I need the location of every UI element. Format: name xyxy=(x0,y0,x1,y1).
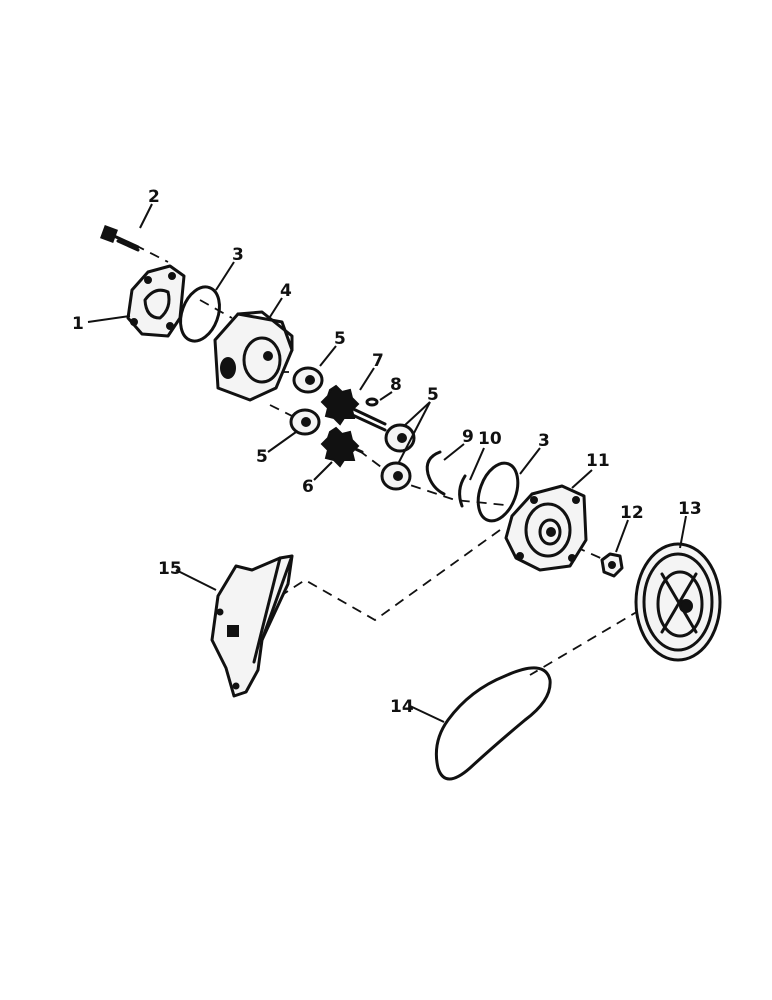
bushing-part-5-lower-left xyxy=(289,408,321,436)
pump-body-part-4 xyxy=(213,310,294,402)
retaining-ring-part-9 xyxy=(425,450,446,496)
o-ring-part-3b xyxy=(476,461,520,523)
callout-5c: 5 xyxy=(427,385,439,405)
callout-12: 12 xyxy=(620,503,644,523)
callout-5b: 5 xyxy=(256,447,268,467)
callout-5a: 5 xyxy=(334,329,346,349)
callout-15: 15 xyxy=(158,559,182,579)
callout-9: 9 xyxy=(462,427,474,447)
nut-part-12 xyxy=(600,552,624,578)
assembly-axis-lines xyxy=(134,244,641,676)
callout-labels: 1 2 3 4 5 5 5 6 7 8 9 10 3 11 12 13 14 1… xyxy=(72,187,702,717)
leader-lines xyxy=(87,203,687,723)
bolt-part-2 xyxy=(100,225,140,252)
end-cover-part-1 xyxy=(126,264,186,338)
driven-gear-part-6 xyxy=(320,426,364,468)
mounting-bracket-part-15 xyxy=(210,554,294,698)
callout-7: 7 xyxy=(372,351,384,371)
key-part-8 xyxy=(365,397,379,407)
o-ring-part-3a xyxy=(179,285,221,343)
callout-4: 4 xyxy=(280,281,292,301)
bushing-part-5-upper-left xyxy=(292,366,324,394)
v-belt-part-14 xyxy=(434,666,552,781)
callout-10: 10 xyxy=(478,429,502,449)
mounting-flange-part-11 xyxy=(504,484,588,572)
callout-3b: 3 xyxy=(538,431,550,451)
pulley-part-13 xyxy=(634,542,722,662)
callout-14: 14 xyxy=(390,697,414,717)
callout-2: 2 xyxy=(148,187,160,207)
callout-3a: 3 xyxy=(232,245,244,265)
callout-11: 11 xyxy=(586,451,610,471)
drive-gear-shaft-part-7 xyxy=(320,384,387,432)
callout-1: 1 xyxy=(72,314,84,334)
callout-8: 8 xyxy=(390,375,402,395)
callout-6: 6 xyxy=(302,477,314,497)
callout-13: 13 xyxy=(678,499,702,519)
snap-ring-part-10 xyxy=(458,474,467,508)
bushing-part-5-upper-right xyxy=(384,423,416,453)
bushing-part-5-lower-right xyxy=(380,461,412,491)
